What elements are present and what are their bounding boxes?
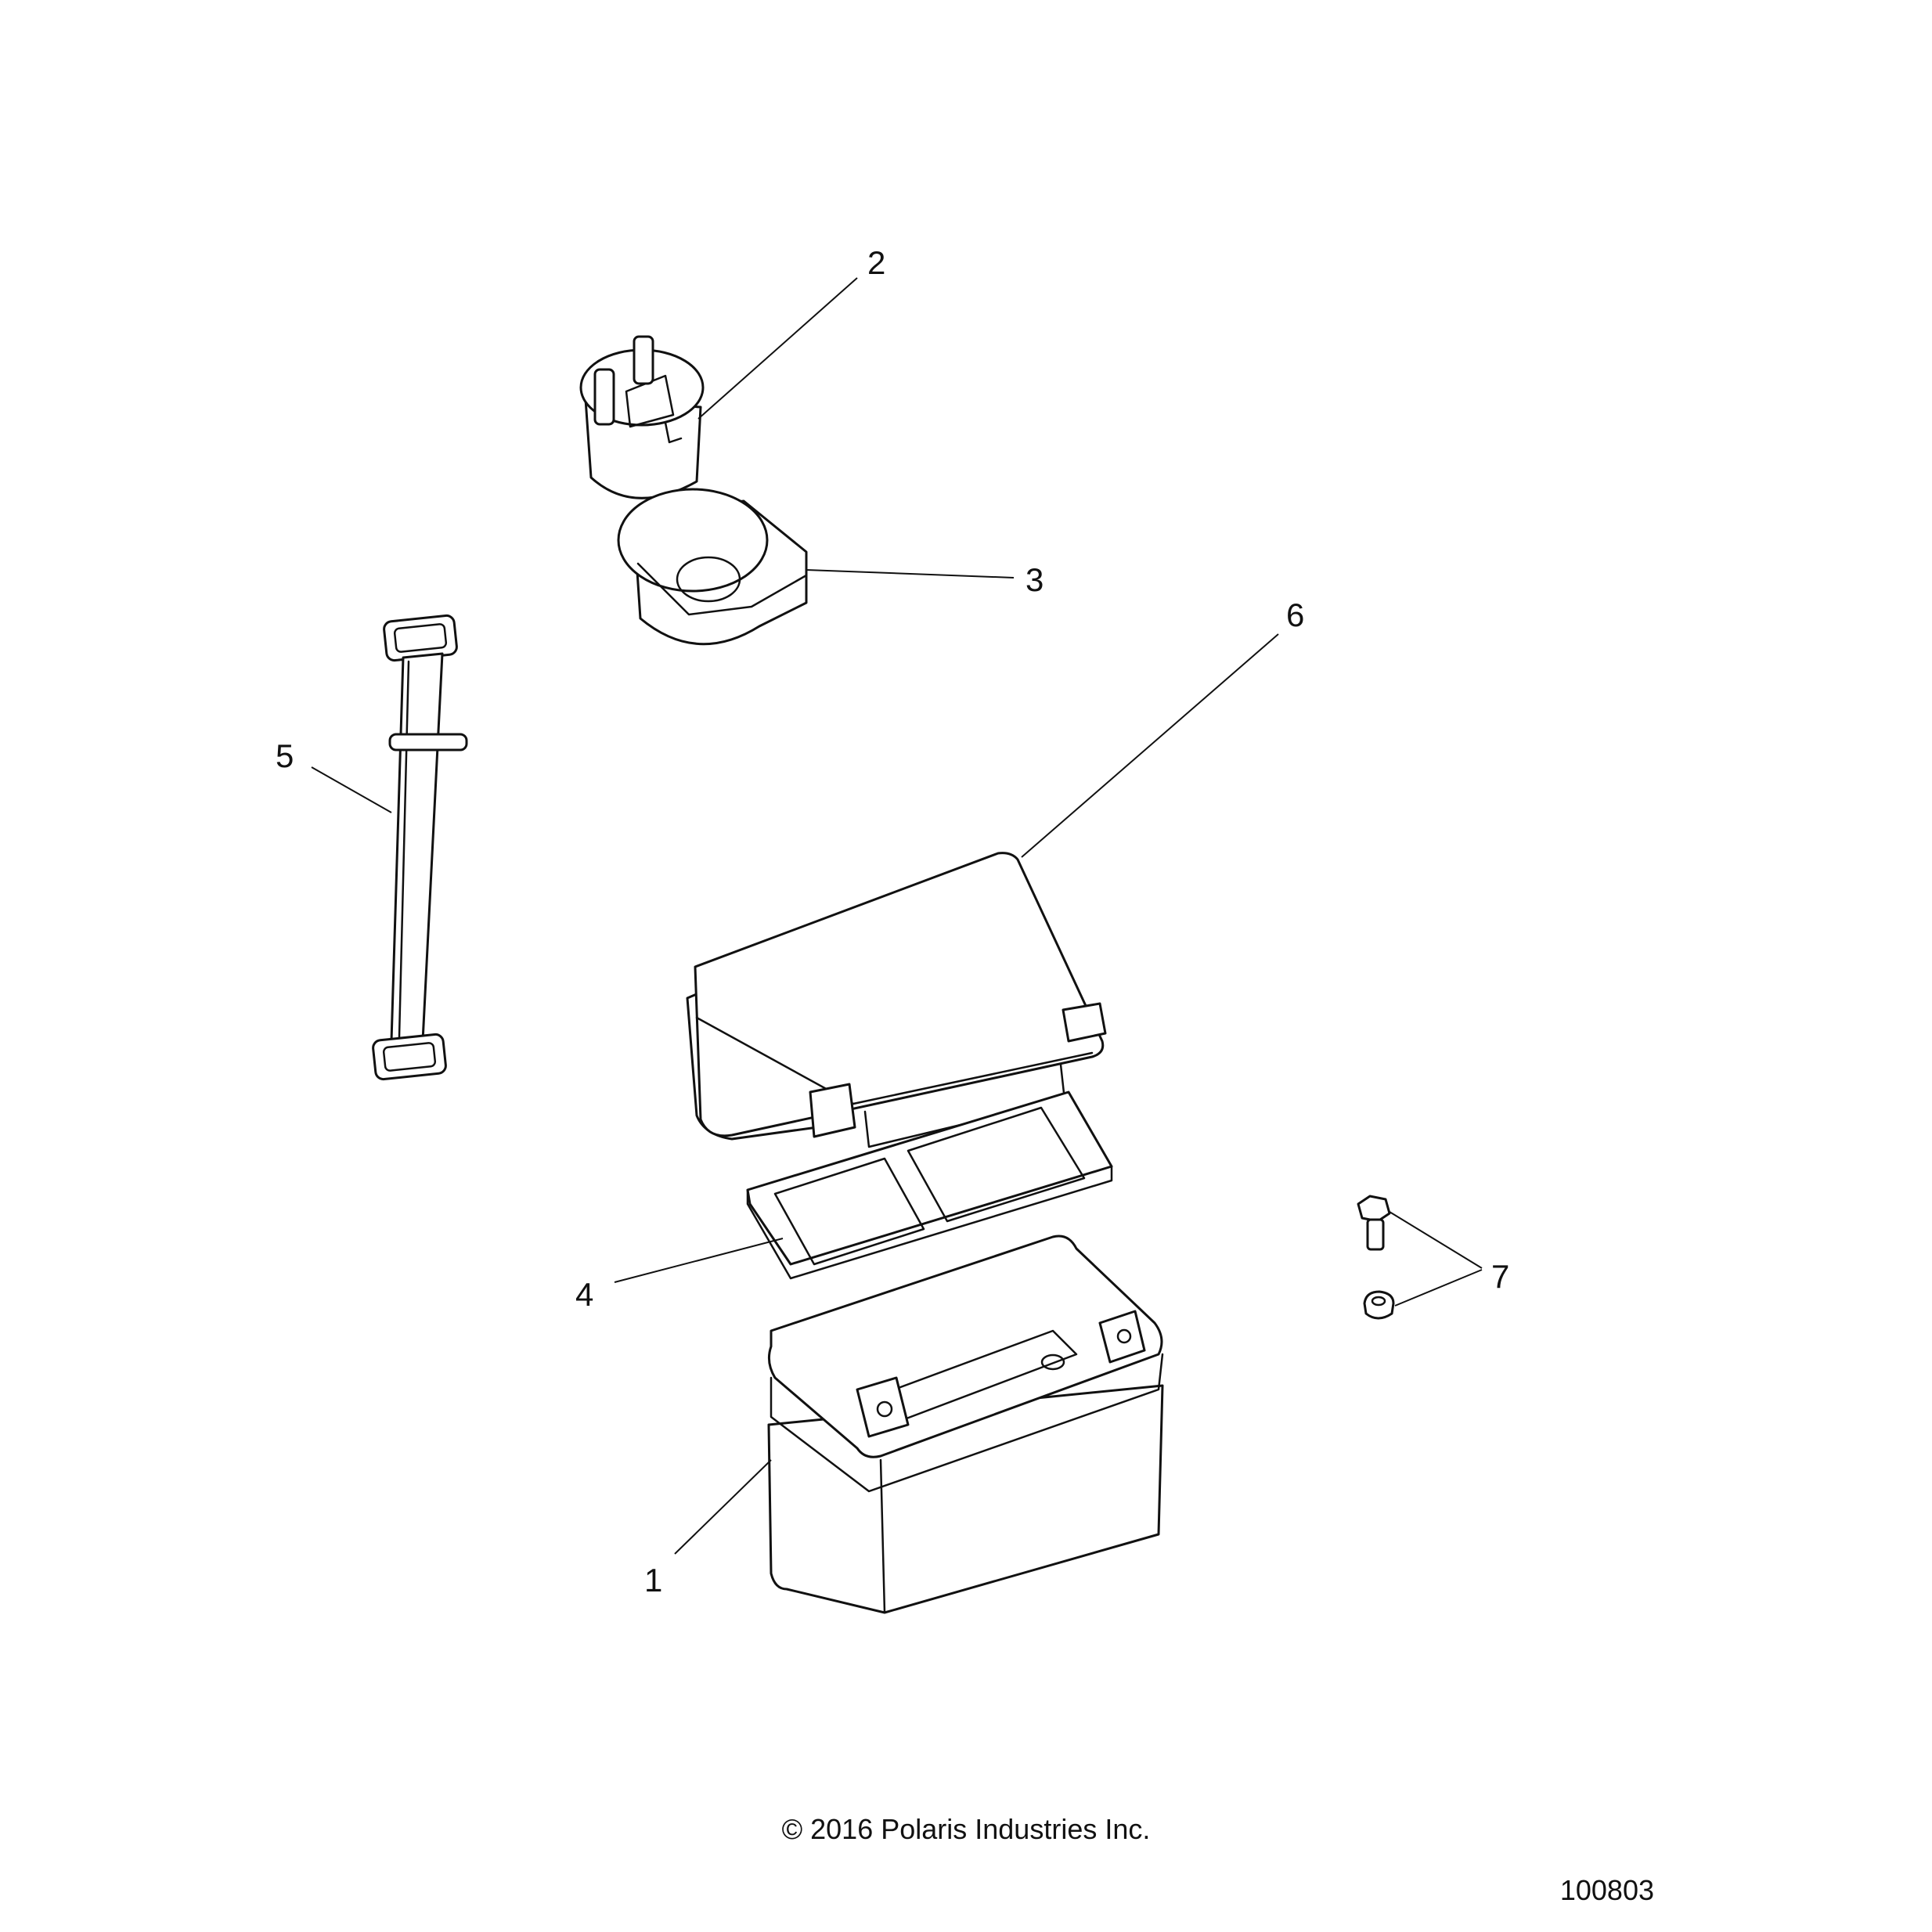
figure-id: 100803 bbox=[1559, 1874, 1654, 1906]
part-7-bolt-and-nut bbox=[1357, 1195, 1395, 1320]
leader-4 bbox=[614, 1238, 784, 1283]
callout-4: 4 bbox=[575, 1276, 593, 1313]
leader-3 bbox=[806, 569, 1015, 579]
part-6-battery-cover bbox=[686, 852, 1107, 1148]
callout-1: 1 bbox=[644, 1562, 662, 1599]
callout-6: 6 bbox=[1286, 597, 1304, 633]
part-4-gasket-pad bbox=[746, 1090, 1113, 1280]
leader-2 bbox=[697, 277, 858, 420]
leader-6 bbox=[1021, 633, 1279, 858]
part-3-holder-bracket bbox=[617, 488, 808, 646]
leader-7a bbox=[1389, 1211, 1483, 1269]
leader-lines bbox=[311, 277, 1483, 1555]
callout-2: 2 bbox=[867, 244, 885, 281]
part-5-strap bbox=[372, 614, 468, 1081]
part-1-battery bbox=[767, 1235, 1164, 1614]
leader-7b bbox=[1394, 1269, 1483, 1307]
callout-3: 3 bbox=[1025, 561, 1043, 598]
copyright-notice: © 2016 Polaris Industries Inc. bbox=[781, 1813, 1151, 1845]
part-2-terminal-connector bbox=[579, 335, 705, 499]
leader-5 bbox=[311, 766, 392, 813]
callout-5: 5 bbox=[276, 737, 294, 774]
leader-1 bbox=[674, 1459, 772, 1555]
callout-7: 7 bbox=[1491, 1258, 1509, 1295]
callout-labels: 2 3 6 5 4 1 7 bbox=[276, 244, 1509, 1599]
